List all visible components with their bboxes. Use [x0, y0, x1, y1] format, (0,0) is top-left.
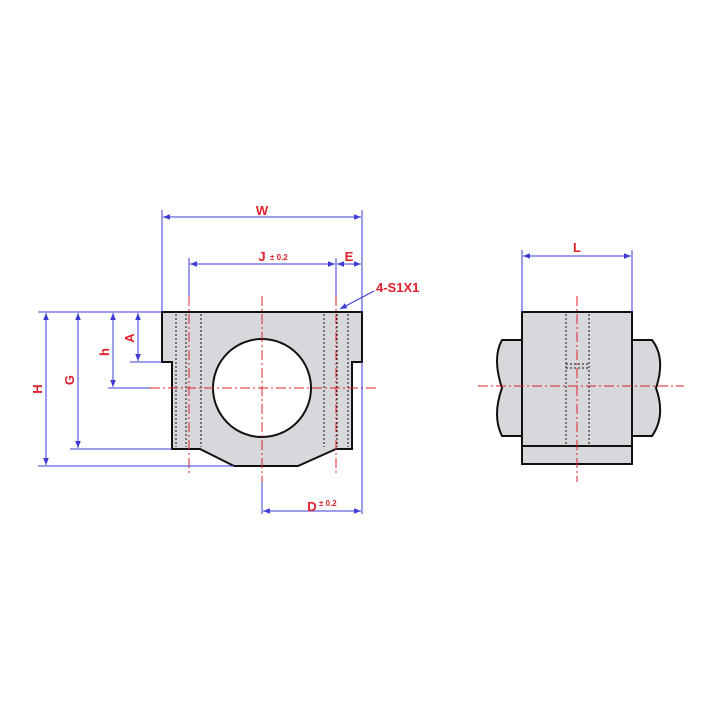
- label-d: D: [307, 499, 316, 514]
- label-l: L: [573, 240, 581, 255]
- label-hole-callout: 4-S1X1: [376, 280, 419, 295]
- shaft-left: [496, 339, 523, 437]
- label-a: A: [122, 333, 137, 343]
- label-j: J: [258, 249, 265, 264]
- label-e: E: [345, 249, 354, 264]
- label-d-tolerance: ± 0.2: [319, 499, 337, 508]
- label-h-total: H: [30, 384, 45, 393]
- leader-line-holes: [339, 290, 375, 310]
- label-g: G: [62, 375, 77, 385]
- shaft-right: [631, 339, 662, 437]
- side-view: L: [478, 240, 684, 482]
- label-h-center: h: [97, 348, 112, 356]
- label-j-tolerance: ± 0.2: [270, 253, 288, 262]
- label-w: W: [256, 203, 269, 218]
- front-view: W J ± 0.2 E 4-S1X1 D ± 0.2 H G h: [30, 203, 419, 514]
